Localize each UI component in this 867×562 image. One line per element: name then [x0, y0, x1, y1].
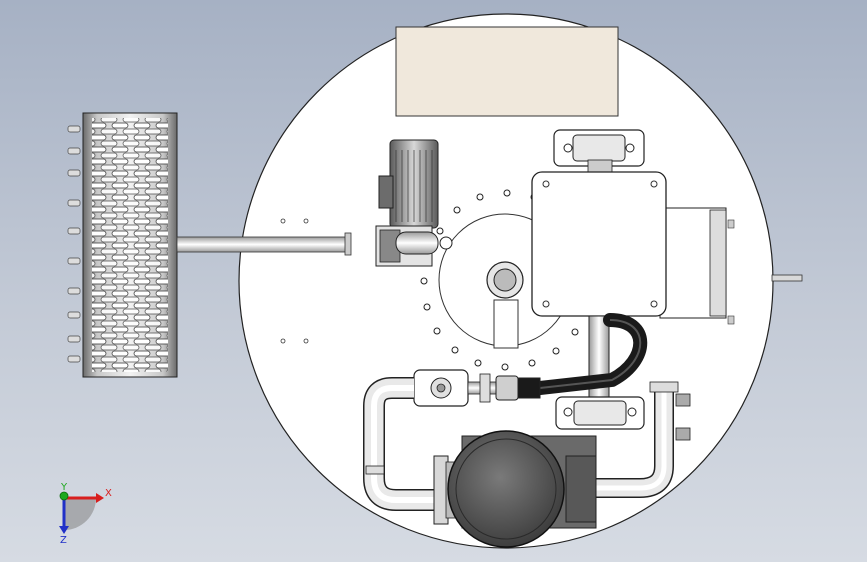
label-panel	[395, 26, 619, 117]
mounting-holes	[280, 218, 309, 344]
perforated-drum	[67, 112, 178, 378]
u-pipe-right	[592, 381, 691, 498]
drive-shaft	[176, 236, 350, 253]
bearing-top	[553, 129, 645, 175]
bearing-bottom	[555, 396, 645, 430]
motor	[375, 139, 453, 267]
y-axis-label: Y	[60, 482, 68, 493]
pump	[433, 430, 597, 548]
z-axis-label: Z	[60, 535, 67, 546]
rotor-hub	[486, 261, 524, 349]
side-shaft	[771, 274, 803, 282]
coordinate-triad: X Y Z	[59, 482, 112, 546]
junction-box	[531, 171, 735, 325]
u-pipe-left	[363, 377, 440, 511]
valve-assembly	[413, 369, 541, 407]
x-axis-label: X	[105, 488, 112, 499]
y-axis-arrow	[59, 491, 69, 501]
